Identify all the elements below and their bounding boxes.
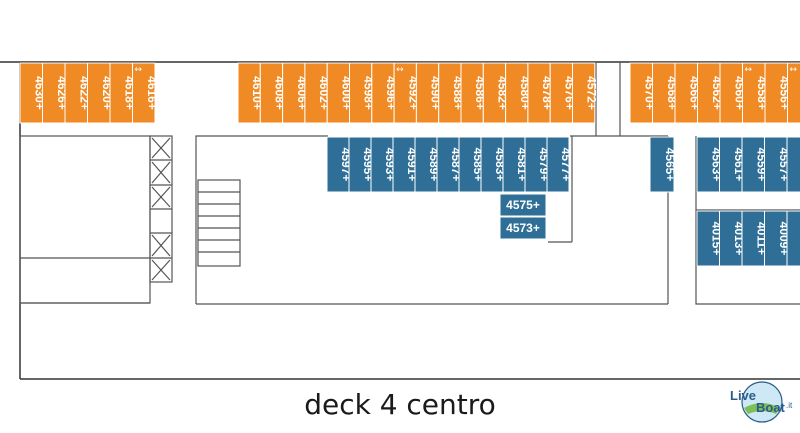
cabin-cell xyxy=(787,62,800,124)
cabin-cell xyxy=(786,136,800,193)
cabin-label: 4573+ xyxy=(506,221,540,235)
connecting-door-icon: ↔ xyxy=(745,65,753,75)
cabin-label: 4572+ xyxy=(585,76,599,110)
cabin-cell xyxy=(546,136,570,193)
cabin-cell xyxy=(499,193,547,217)
cabin-cell xyxy=(786,210,800,267)
logo-text-suffix: .it xyxy=(786,401,793,410)
interior-walls xyxy=(19,62,800,305)
cabin-group: 4630+4626+4622+4620+4618+4616+↔4610+4608… xyxy=(19,62,800,267)
cabin-cell xyxy=(649,136,675,193)
connecting-door-icon: ↔ xyxy=(135,65,143,75)
deck-title: deck 4 centro xyxy=(304,388,496,421)
logo-text-boat: Boat xyxy=(756,400,786,415)
connecting-door-icon: ↔ xyxy=(790,65,798,75)
cabin-label: 4577+ xyxy=(559,148,573,182)
cabin-cell xyxy=(572,62,596,124)
cabin-label: 4575+ xyxy=(506,198,540,212)
connecting-door-icon: ↔ xyxy=(396,65,404,75)
logo-text-live: Live xyxy=(730,388,756,403)
cabin-cell xyxy=(499,216,547,240)
cabin-label: 4616+ xyxy=(145,76,159,110)
cabin-label: 4565+ xyxy=(663,148,677,182)
liveboat-logo: Live Boat .it xyxy=(730,381,793,423)
cabin-cell xyxy=(132,62,156,124)
